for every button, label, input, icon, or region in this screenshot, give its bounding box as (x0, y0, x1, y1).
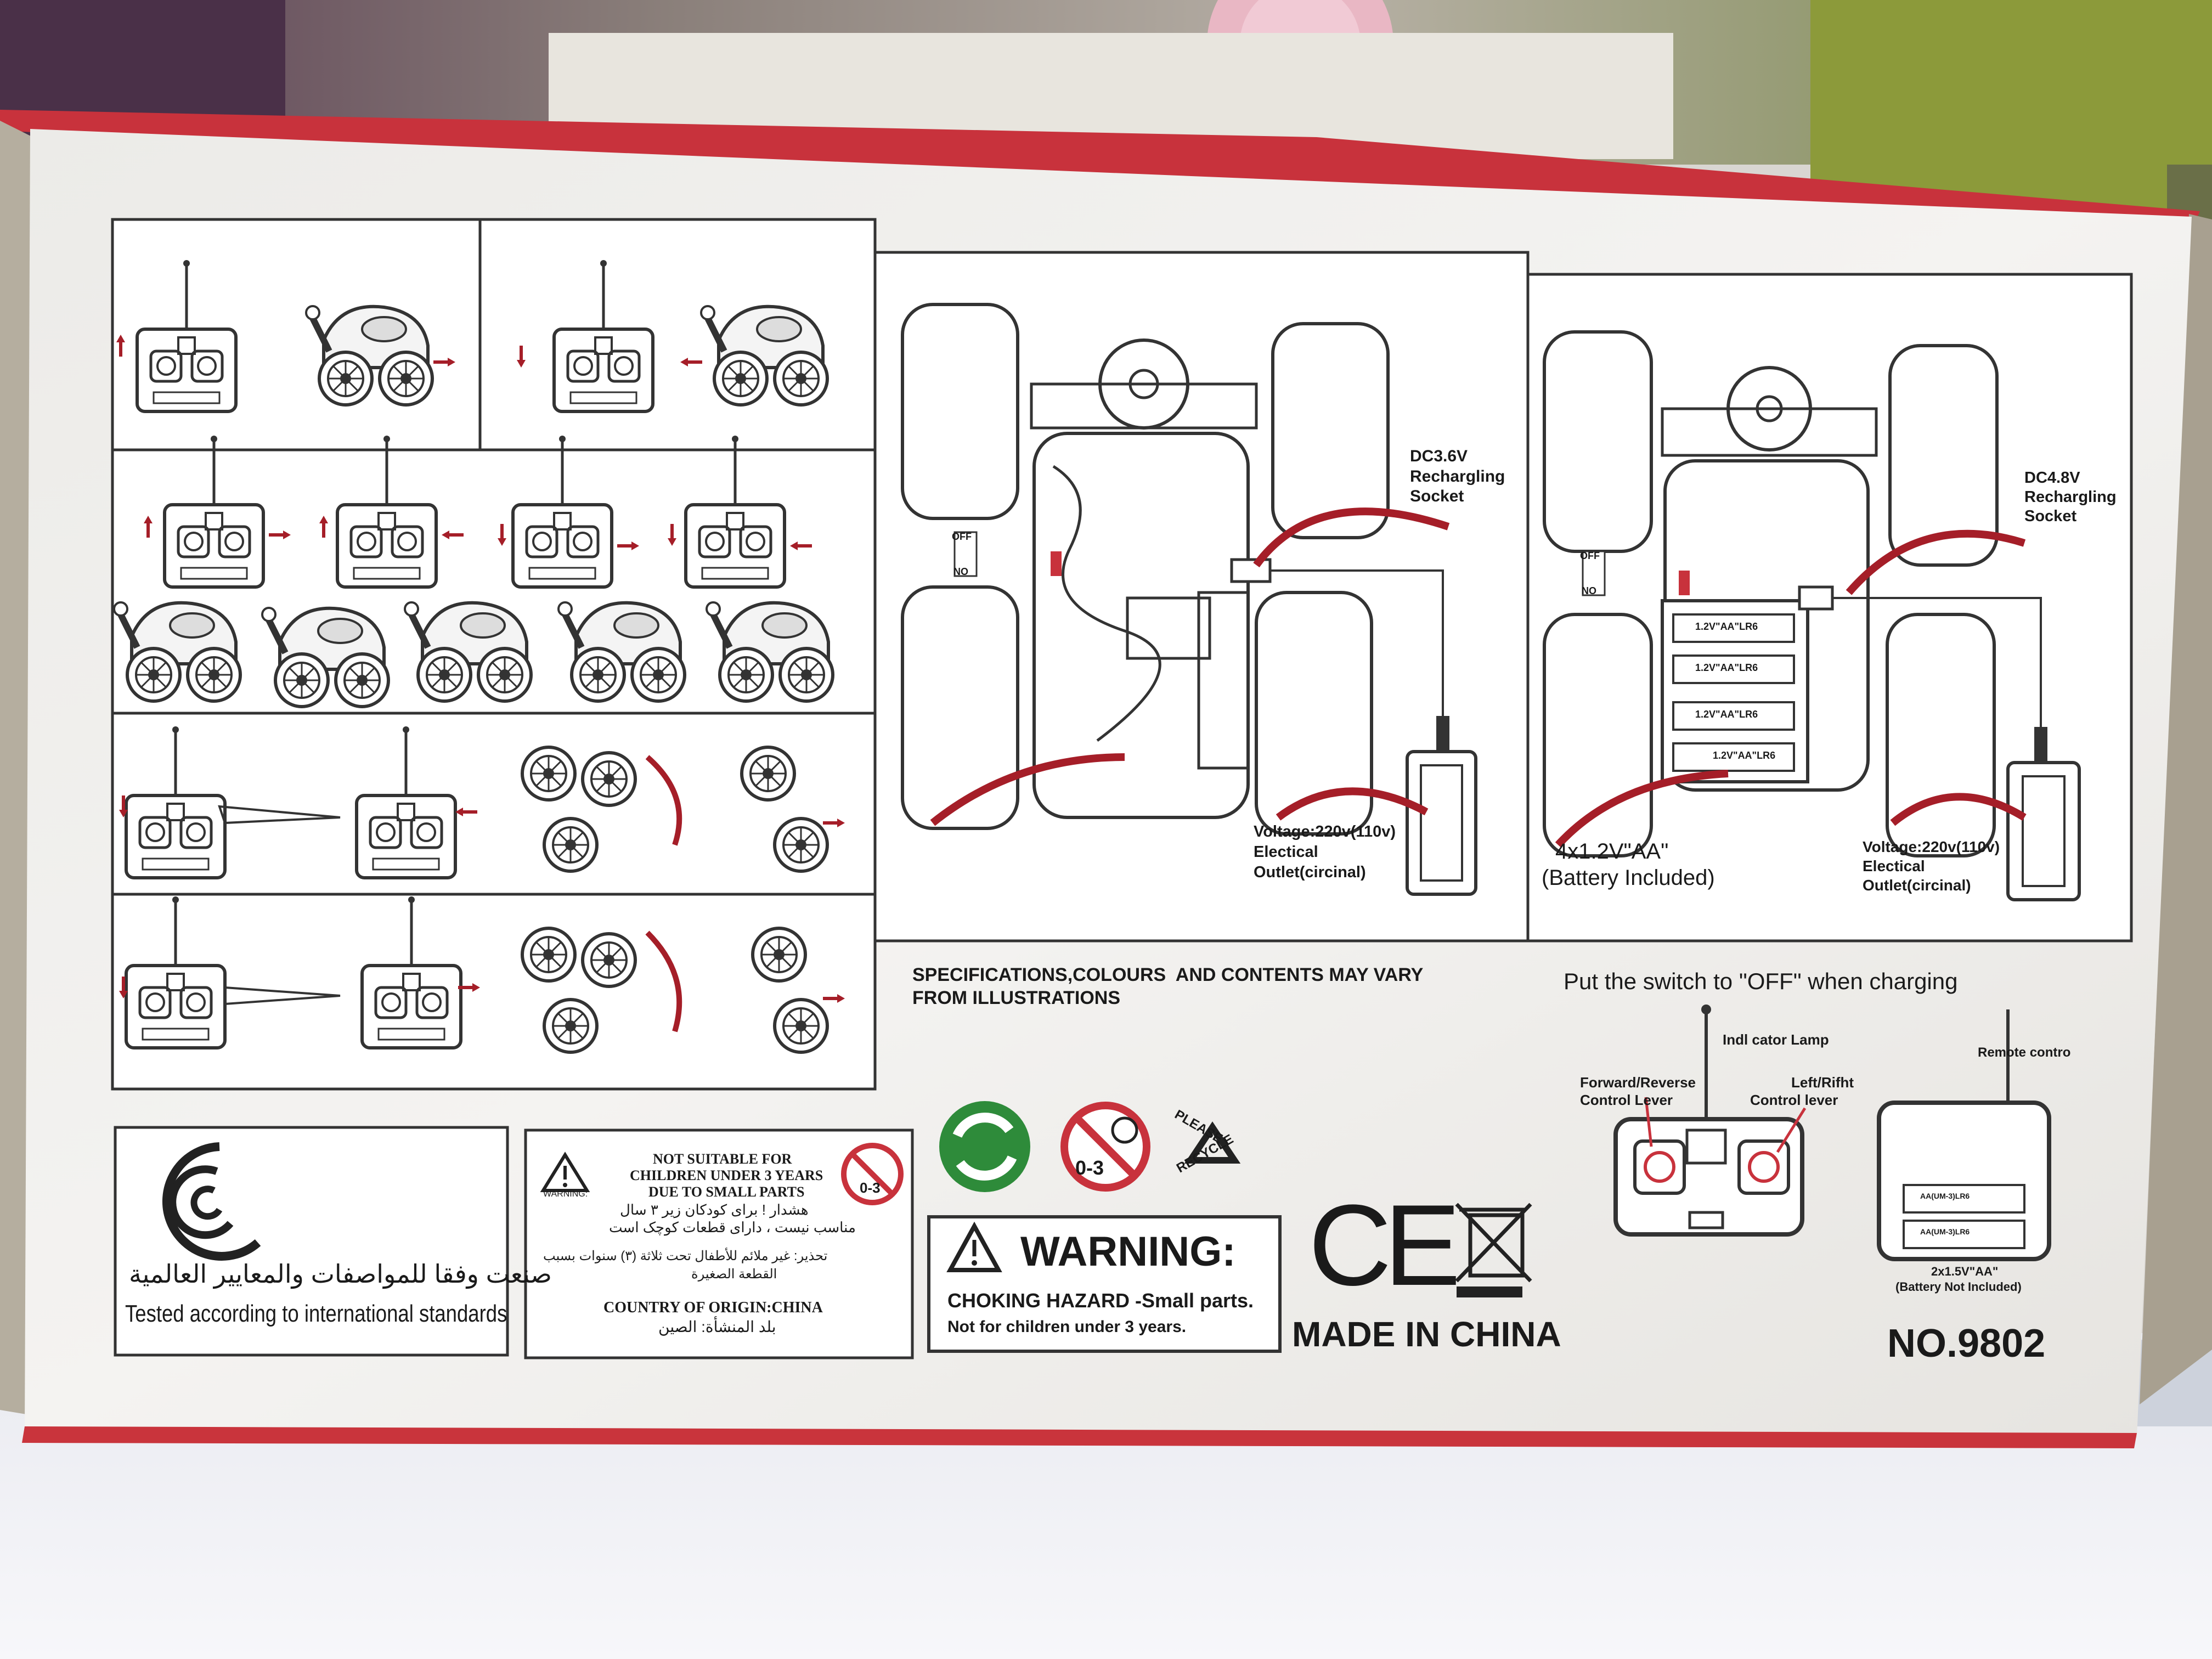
age-warning-line1: NOT SUITABLE FOR (653, 1151, 792, 1167)
switch-off-right: OFF (1580, 550, 1600, 561)
forward-reverse-label-1: Forward/Reverse (1580, 1074, 1696, 1091)
weee-bin-icon (1455, 1203, 1532, 1297)
choking-line1: CHOKING HAZARD -Small parts. (947, 1289, 1254, 1312)
step-flip-backward-illustration (119, 896, 845, 1052)
choking-title: WARNING: (1020, 1228, 1236, 1275)
specs-note-2: FROM ILLUSTRATIONS (912, 988, 1120, 1008)
socket-label-right-1: Rechargling (2024, 488, 2117, 506)
recycle-icon (1184, 1121, 1241, 1164)
voltage-left-1: Voltage:220v(110v) (1254, 823, 1396, 840)
age-warning-persian2: مناسب نیست ، دارای قطعات کوچک است (609, 1219, 856, 1235)
dc-label-left: DC3.6V (1410, 447, 1468, 465)
warning-triangle-small (540, 1152, 590, 1192)
no-under-3-icon-small (841, 1143, 904, 1205)
socket-label-right-2: Socket (2024, 507, 2077, 525)
warning-small-label: WARNING: (543, 1189, 588, 1199)
age-warning-line3: DUE TO SMALL PARTS (648, 1184, 805, 1200)
switch-off-note: Put the switch to "OFF" when charging (1564, 968, 1958, 994)
standards-arabic: صنعت وفقا للمواصفات والمعايير العالمية (129, 1260, 552, 1288)
choking-warning-box (927, 1215, 1282, 1353)
box-right-side (2140, 214, 2212, 1404)
age-warning-arabic1: تحذير: غير ملائم للأطفال تحت ثلاثة (٣) س… (543, 1249, 828, 1263)
crescent-logo (162, 1142, 261, 1261)
remote-battery-2: (Battery Not Included) (1895, 1280, 2022, 1294)
age-warning-persian1: هشدار ! برای کودکان زیر ۳ سال (620, 1201, 809, 1218)
choking-line2: Not for children under 3 years. (947, 1318, 1187, 1336)
age-icon-small-text: 0-3 (860, 1180, 881, 1196)
left-right-label-1: Left/Rifht (1791, 1074, 1854, 1091)
country-of-origin-arabic: بلد المنشأة: الصين (658, 1318, 776, 1335)
warning-triangle-large (946, 1221, 1002, 1272)
forward-reverse-label-2: Control Lever (1580, 1092, 1673, 1108)
switch-no-right: NO (1582, 585, 1596, 596)
age-warning-arabic2: القطعة الصغيرة (691, 1267, 777, 1282)
ce-mark: CE (1308, 1181, 1461, 1310)
specs-note-1: SPECIFICATIONS,COLOURS AND CONTENTS MAY … (912, 964, 1424, 985)
made-in-china: MADE IN CHINA (1292, 1314, 1561, 1354)
indicator-lamp-label: Indl cator Lamp (1723, 1031, 1829, 1048)
socket-label-left-2: Socket (1410, 487, 1464, 505)
box-left-side (0, 121, 33, 1415)
left-right-label-2: Control lever (1750, 1092, 1838, 1108)
battery-cells (1672, 613, 1795, 772)
battery-cell-label-4: 1.2V"AA"LR6 (1713, 750, 1776, 761)
step-flip-forward-illustration (119, 726, 845, 878)
voltage-left-3: Outlet(circinal) (1254, 864, 1366, 881)
red-arrows-left (930, 507, 1450, 826)
battery-cell-label-1: 1.2V"AA"LR6 (1695, 621, 1758, 632)
dc-label-right: DC4.8V (2024, 469, 2080, 487)
age-icon-text: 0-3 (1075, 1156, 1104, 1179)
battery-included-1: 4x1.2V"AA" (1555, 839, 1669, 864)
box-bottom-trim (22, 1426, 2137, 1448)
switch-no-left: NO (953, 566, 968, 577)
voltage-left-2: Electical (1254, 843, 1318, 861)
car-chassis-left (901, 303, 1477, 896)
remote-diagram-back (1877, 1009, 2051, 1261)
voltage-right-1: Voltage:220v(110v) (1863, 838, 2000, 855)
remote-diagram-front (1613, 1005, 1807, 1237)
voltage-right-3: Outlet(circinal) (1863, 877, 1971, 894)
green-dot-icon (939, 1101, 1030, 1192)
no-under-3-icon (1060, 1102, 1150, 1192)
battery-cell-label-2: 1.2V"AA"LR6 (1695, 662, 1758, 673)
standards-english: Tested according to international standa… (125, 1300, 507, 1327)
red-arrows-right (1555, 529, 2027, 848)
battery-included-2: (Battery Included) (1542, 866, 1715, 890)
remote-battery-1: 2x1.5V"AA" (1931, 1265, 1999, 1278)
model-number: NO.9802 (1887, 1322, 2046, 1365)
switch-off-left: OFF (952, 531, 972, 542)
back-cell-label-2: AA(UM-3)LR6 (1920, 1227, 1970, 1236)
socket-label-left-1: Rechargling (1410, 467, 1505, 486)
back-cell-label-1: AA(UM-3)LR6 (1920, 1192, 1970, 1200)
country-of-origin: COUNTRY OF ORIGIN:CHINA (603, 1299, 823, 1316)
remote-control-label: Remote contro (1978, 1045, 2071, 1060)
voltage-right-2: Electical (1863, 857, 1925, 874)
battery-cell-label-3: 1.2V"AA"LR6 (1695, 709, 1758, 720)
age-warning-line2: CHILDREN UNDER 3 YEARS (630, 1167, 823, 1183)
